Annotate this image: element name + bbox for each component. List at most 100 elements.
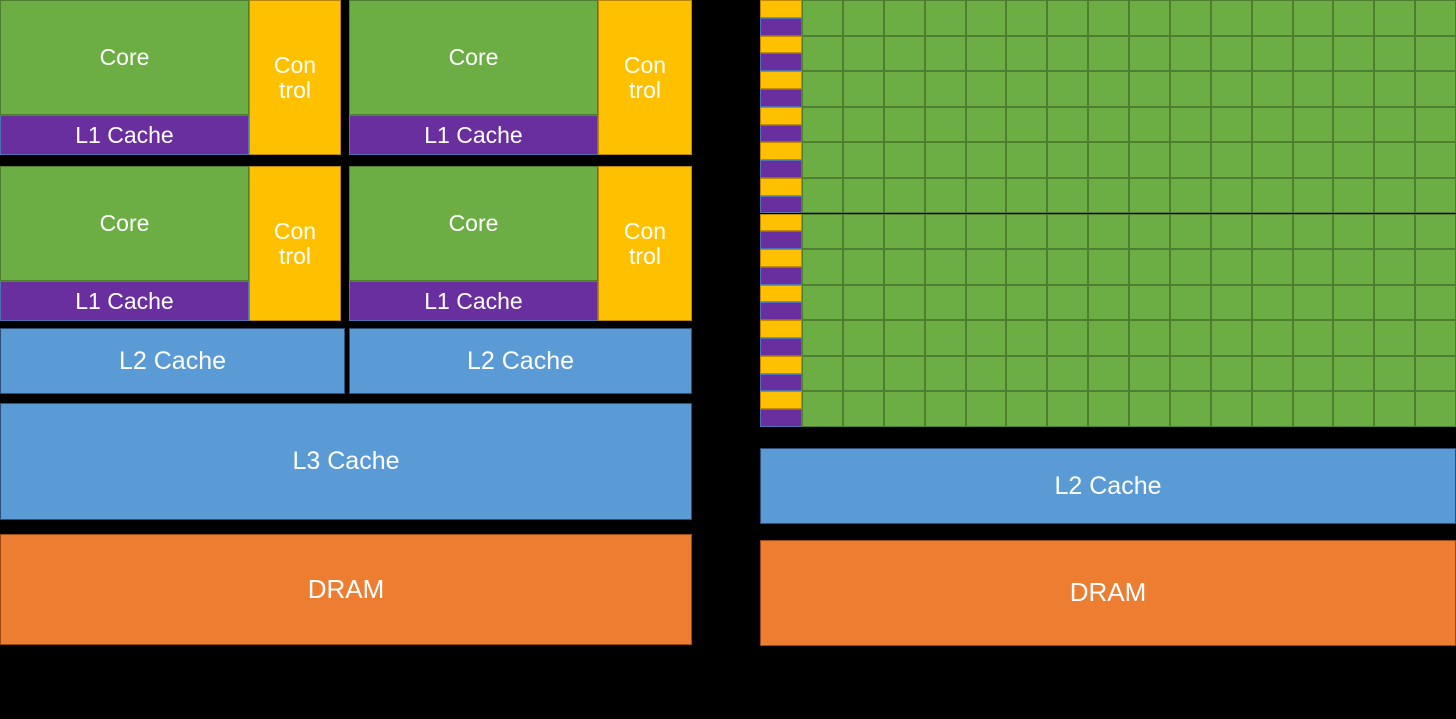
gpu-core-cell[interactable]: [1292, 35, 1334, 72]
gpu-core-cell[interactable]: [1047, 177, 1089, 214]
gpu-core-cell[interactable]: [924, 0, 966, 36]
gpu-core-cell[interactable]: [842, 391, 884, 427]
gpu-core-cell[interactable]: [1129, 35, 1170, 72]
gpu-core-cell[interactable]: [1333, 177, 1375, 214]
gpu-core-cell[interactable]: [1374, 35, 1416, 72]
cpu-dram[interactable]: DRAM: [0, 534, 692, 645]
gpu-control-bar[interactable]: [760, 177, 802, 196]
gpu-core-cell[interactable]: [883, 0, 925, 36]
gpu-core-cell[interactable]: [842, 284, 884, 321]
gpu-core-cell[interactable]: [842, 142, 884, 178]
gpu-core-cell[interactable]: [965, 355, 1007, 392]
gpu-core-cell[interactable]: [1333, 320, 1375, 356]
gpu-core-cell[interactable]: [1006, 320, 1048, 356]
gpu-core-cell[interactable]: [1374, 355, 1416, 392]
gpu-core-cell[interactable]: [1129, 391, 1170, 427]
gpu-core-cell[interactable]: [924, 213, 966, 250]
gpu-core-cell[interactable]: [1006, 0, 1048, 36]
gpu-core-cell[interactable]: [1251, 142, 1293, 178]
gpu-core-cell[interactable]: [1292, 106, 1334, 143]
gpu-l1-cache-bar[interactable]: [760, 124, 802, 143]
gpu-core-cell[interactable]: [1088, 71, 1129, 107]
gpu-core-cell[interactable]: [1047, 106, 1089, 143]
gpu-core-cell[interactable]: [924, 355, 966, 392]
gpu-core-cell[interactable]: [1169, 284, 1211, 321]
cpu-core-2[interactable]: Core: [349, 0, 598, 115]
gpu-core-cell[interactable]: [1088, 142, 1129, 178]
cpu-l1-cache-4[interactable]: L1 Cache: [349, 281, 598, 321]
gpu-l1-cache-bar[interactable]: [760, 409, 802, 427]
gpu-core-cell[interactable]: [842, 320, 884, 356]
gpu-core-cell[interactable]: [802, 355, 843, 392]
gpu-core-cell[interactable]: [1088, 249, 1129, 285]
gpu-core-cell[interactable]: [883, 35, 925, 72]
gpu-core-cell[interactable]: [1251, 213, 1293, 250]
gpu-core-cell[interactable]: [1129, 320, 1170, 356]
gpu-core-cell[interactable]: [1374, 106, 1416, 143]
gpu-l1-cache-bar[interactable]: [760, 195, 802, 214]
gpu-core-cell[interactable]: [1047, 249, 1089, 285]
gpu-core-cell[interactable]: [802, 391, 843, 427]
gpu-core-cell[interactable]: [1292, 320, 1334, 356]
gpu-core-cell[interactable]: [1251, 391, 1293, 427]
gpu-core-cell[interactable]: [883, 320, 925, 356]
gpu-core-cell[interactable]: [802, 249, 843, 285]
gpu-core-cell[interactable]: [842, 35, 884, 72]
gpu-core-cell[interactable]: [965, 142, 1007, 178]
gpu-core-cell[interactable]: [1292, 177, 1334, 214]
gpu-control-bar[interactable]: [760, 355, 802, 374]
gpu-core-cell[interactable]: [1210, 71, 1252, 107]
gpu-core-cell[interactable]: [1374, 213, 1416, 250]
gpu-l1-cache-bar[interactable]: [760, 302, 802, 321]
gpu-core-cell[interactable]: [1415, 391, 1456, 427]
gpu-core-cell[interactable]: [1088, 35, 1129, 72]
gpu-core-cell[interactable]: [924, 284, 966, 321]
gpu-core-cell[interactable]: [924, 35, 966, 72]
gpu-control-bar[interactable]: [760, 71, 802, 89]
gpu-dram[interactable]: DRAM: [760, 540, 1456, 646]
gpu-core-cell[interactable]: [1251, 0, 1293, 36]
gpu-core-cell[interactable]: [883, 177, 925, 214]
gpu-core-cell[interactable]: [1169, 177, 1211, 214]
gpu-l1-cache-bar[interactable]: [760, 266, 802, 285]
gpu-core-cell[interactable]: [965, 35, 1007, 72]
gpu-core-cell[interactable]: [924, 106, 966, 143]
gpu-core-cell[interactable]: [1088, 0, 1129, 36]
gpu-core-cell[interactable]: [1210, 35, 1252, 72]
gpu-core-cell[interactable]: [965, 391, 1007, 427]
gpu-core-cell[interactable]: [802, 142, 843, 178]
gpu-core-cell[interactable]: [1047, 320, 1089, 356]
gpu-core-cell[interactable]: [1006, 249, 1048, 285]
gpu-core-cell[interactable]: [802, 71, 843, 107]
gpu-core-cell[interactable]: [802, 0, 843, 36]
gpu-core-cell[interactable]: [1374, 142, 1416, 178]
gpu-core-cell[interactable]: [842, 213, 884, 250]
gpu-core-cell[interactable]: [1210, 355, 1252, 392]
gpu-core-cell[interactable]: [965, 0, 1007, 36]
gpu-core-cell[interactable]: [802, 284, 843, 321]
gpu-l1-cache-bar[interactable]: [760, 88, 802, 107]
gpu-core-cell[interactable]: [1251, 35, 1293, 72]
gpu-core-cell[interactable]: [1006, 213, 1048, 250]
gpu-core-cell[interactable]: [1415, 355, 1456, 392]
cpu-l1-cache-2[interactable]: L1 Cache: [349, 115, 598, 155]
gpu-core-cell[interactable]: [1006, 284, 1048, 321]
gpu-core-cell[interactable]: [1415, 320, 1456, 356]
gpu-core-cell[interactable]: [1292, 142, 1334, 178]
gpu-core-cell[interactable]: [1292, 355, 1334, 392]
gpu-core-cell[interactable]: [1006, 106, 1048, 143]
gpu-core-cell[interactable]: [883, 71, 925, 107]
gpu-core-cell[interactable]: [802, 106, 843, 143]
gpu-core-cell[interactable]: [924, 177, 966, 214]
gpu-core-cell[interactable]: [1088, 213, 1129, 250]
gpu-core-cell[interactable]: [883, 142, 925, 178]
cpu-core-4[interactable]: Core: [349, 166, 598, 281]
gpu-core-cell[interactable]: [1169, 391, 1211, 427]
gpu-core-cell[interactable]: [842, 355, 884, 392]
gpu-core-cell[interactable]: [1292, 284, 1334, 321]
gpu-control-bar[interactable]: [760, 284, 802, 303]
gpu-core-cell[interactable]: [1210, 284, 1252, 321]
gpu-core-cell[interactable]: [1415, 249, 1456, 285]
gpu-core-cell[interactable]: [1374, 177, 1416, 214]
gpu-core-cell[interactable]: [883, 355, 925, 392]
